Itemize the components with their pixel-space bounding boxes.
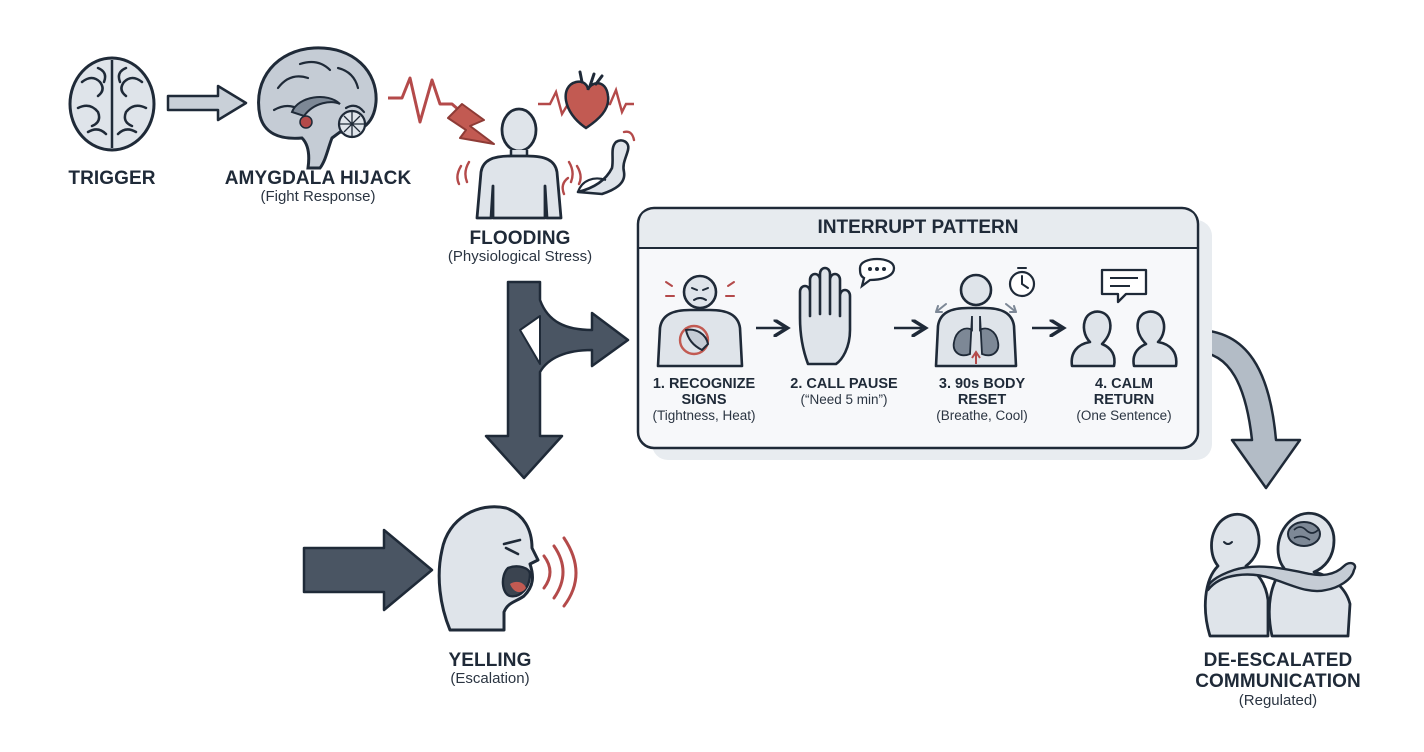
amygdala-title: AMYGDALA HIJACK	[224, 168, 412, 189]
arrow-into-yelling	[302, 528, 434, 612]
chest-tension-icon	[656, 274, 744, 368]
step-3-subtitle: (Breathe, Cool)	[936, 408, 1028, 424]
flexed-arm-icon	[561, 130, 636, 196]
arrow-trigger-to-amygdala	[166, 84, 248, 122]
flooding-title: FLOODING	[469, 228, 571, 249]
raised-hand-icon	[798, 257, 896, 366]
step-2-title: 2. CALL PAUSE	[790, 376, 898, 392]
heart-icon	[538, 70, 634, 130]
step-1-title: 1. RECOGNIZE SIGNS	[652, 376, 756, 409]
step-2-subtitle: (“Need 5 min”)	[800, 392, 888, 408]
lungs-timer-icon	[934, 267, 1036, 368]
arrow-to-deescalated	[1194, 328, 1302, 490]
flooding-subtitle: (Physiological Stress)	[447, 248, 593, 266]
two-people-talk-icon	[1070, 268, 1178, 368]
embrace-icon	[1204, 512, 1357, 638]
yelling-face-icon	[437, 505, 578, 632]
trigger-title: TRIGGER	[68, 168, 156, 189]
brain-section-icon	[257, 46, 378, 170]
deescalated-subtitle: (Regulated)	[1238, 691, 1318, 709]
step-4-title: 4. CALM RETURN	[1093, 376, 1155, 409]
step-3-title: 3. 90s BODY RESET	[938, 376, 1026, 409]
brain-icon	[68, 56, 156, 152]
heartbeat-arrow	[388, 76, 495, 145]
interrupt-pattern-title: INTERRUPT PATTERN	[817, 217, 1019, 238]
split-arrow	[484, 280, 630, 480]
deescalated-title: DE-ESCALATED COMMUNICATION	[1195, 650, 1361, 693]
amygdala-subtitle: (Fight Response)	[260, 188, 376, 206]
stressed-person-icon	[456, 107, 582, 220]
step-4-subtitle: (One Sentence)	[1076, 408, 1172, 424]
yelling-title: YELLING	[448, 650, 532, 671]
step-1-subtitle: (Tightness, Heat)	[652, 408, 756, 424]
yelling-subtitle: (Escalation)	[450, 670, 530, 688]
